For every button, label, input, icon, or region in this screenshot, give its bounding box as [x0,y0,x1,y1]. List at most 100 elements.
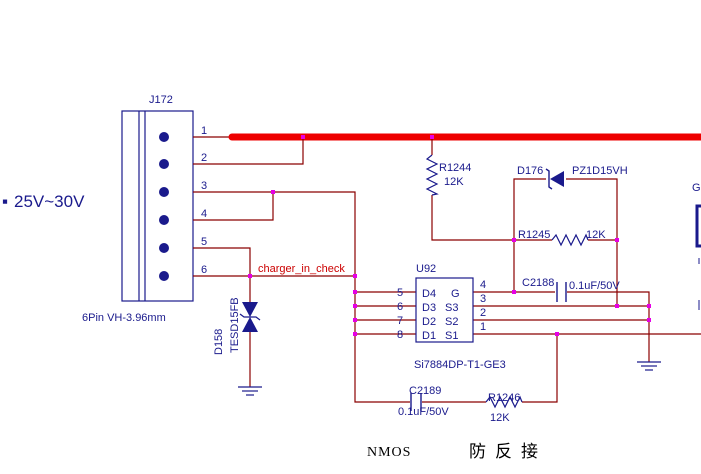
mosfet-pin-name: S2 [445,316,458,328]
mosfet-pin-number: 8 [397,329,403,341]
capacitor-designator: C2188 [522,277,554,289]
wire [567,291,650,306]
junction-dot [615,238,619,242]
connector-pin-number: 1 [201,125,207,137]
junction-dot [615,304,619,308]
connector-pin-dot [159,271,169,281]
tvs-bar [239,313,261,321]
resistor-r1244: R1244 12K [425,154,471,196]
junction-dot [512,238,516,242]
mosfet-pin-number: 3 [480,293,486,305]
connector-designator: J172 [149,94,173,106]
junction-dot [353,332,357,336]
footnote-nmos: NMOS [367,445,411,460]
junction-dot [353,290,357,294]
junctions [248,135,651,336]
voltage-marker: ▪ [2,192,8,211]
tvs-upper-triangle [242,302,258,317]
mosfet-pin-number: 2 [480,307,486,319]
zener-designator: D176 [517,165,543,177]
connector-body [121,110,194,302]
mosfet-u92: U92 Si7884DP-T1-GE3 5 D4 6 D3 7 D2 8 D1 … [397,263,506,371]
wire [232,191,410,403]
mosfet-part: Si7884DP-T1-GE3 [414,359,506,371]
resistor-designator: R1246 [488,392,520,404]
junction-dot [301,135,305,139]
ground-symbol [637,361,661,371]
junction-dot [555,332,559,336]
capacitor-c2189: C2189 0.1uF/50V [398,385,449,418]
junction-dot [647,304,651,308]
wire [232,192,274,221]
connector-pin-number: 3 [201,180,207,192]
resistor-r1245: R1245 12K [518,229,606,247]
junction-dot [512,290,516,294]
mosfet-pin-number: 7 [397,315,403,327]
mosfet-body [415,277,474,343]
wire [232,247,251,302]
zener-d176: D176 PZ1D15VH [517,165,628,190]
tvs-lower-triangle [242,317,258,332]
wire [513,178,546,240]
zener-part: PZ1D15VH [572,165,628,177]
mosfet-pin-number: 1 [480,321,486,333]
mosfet-pin-name: S1 [445,330,458,342]
junction-dot [430,135,434,139]
capacitor-designator: C2189 [409,385,441,397]
resistor-value: 12K [490,412,510,424]
tvs-designator: D158 [213,329,225,355]
connector-pin-number: 5 [201,236,207,248]
connector-pin-number: 6 [201,264,207,276]
connector-pin-dot [159,159,169,169]
wire [232,137,304,165]
resistor-zigzag [485,395,523,409]
connector-pin-dot [159,132,169,142]
resistor-zigzag [425,154,439,196]
resistor-value: 12K [586,229,606,241]
capacitor-value: 0.1uF/50V [569,280,620,292]
junction-dot [647,318,651,322]
offpage-body [695,204,701,248]
resistor-value: 12K [444,176,464,188]
wire [566,178,618,308]
junction-dot [271,190,275,194]
tvs-part: TESD15FB [229,297,241,353]
mosfet-pin-name: G [451,288,460,300]
mosfet-pin-number: 6 [397,301,403,313]
mosfet-pin-number: 4 [480,279,486,291]
offpage-component: G [692,182,701,310]
junction-dot [353,274,357,278]
capacitor-value: 0.1uF/50V [398,406,449,418]
connector-pin-dot [159,243,169,253]
mosfet-designator: U92 [416,263,436,275]
connector-j172: J172 6Pin VH-3.96mm 1 2 3 4 5 6 [82,94,232,324]
junction-dot [353,304,357,308]
zener-triangle [550,171,564,187]
wire [522,334,558,403]
connector-pin-dot [159,215,169,225]
junction-dot [353,318,357,322]
connector-footprint: 6Pin VH-3.96mm [82,312,166,324]
mosfet-pin-name: D3 [422,302,436,314]
connector-pin-number: 4 [201,208,207,220]
offpage-label: G [692,182,701,194]
resistor-r1246: R1246 12K [485,392,523,424]
footnote-reverse-protection: 防反接 [469,442,547,462]
resistor-zigzag [551,233,589,247]
zener-bar [545,168,553,190]
mosfet-pin-name: D2 [422,316,436,328]
capacitor-c2188: C2188 0.1uF/50V [522,277,620,302]
mosfet-pin-name: D4 [422,288,436,300]
connector-pin-number: 2 [201,152,207,164]
connector-pin-dot [159,187,169,197]
net-label-charger-in-check: charger_in_check [258,263,345,275]
tvs-diode-d158: D158 TESD15FB [213,297,261,355]
resistor-designator: R1245 [518,229,550,241]
supply-voltage-label: 25V~30V [14,192,85,211]
resistor-designator: R1244 [439,162,471,174]
junction-dot [248,274,252,278]
ground-symbol [238,386,262,396]
mosfet-pin-name: D1 [422,330,436,342]
mosfet-pin-number: 5 [397,287,403,299]
